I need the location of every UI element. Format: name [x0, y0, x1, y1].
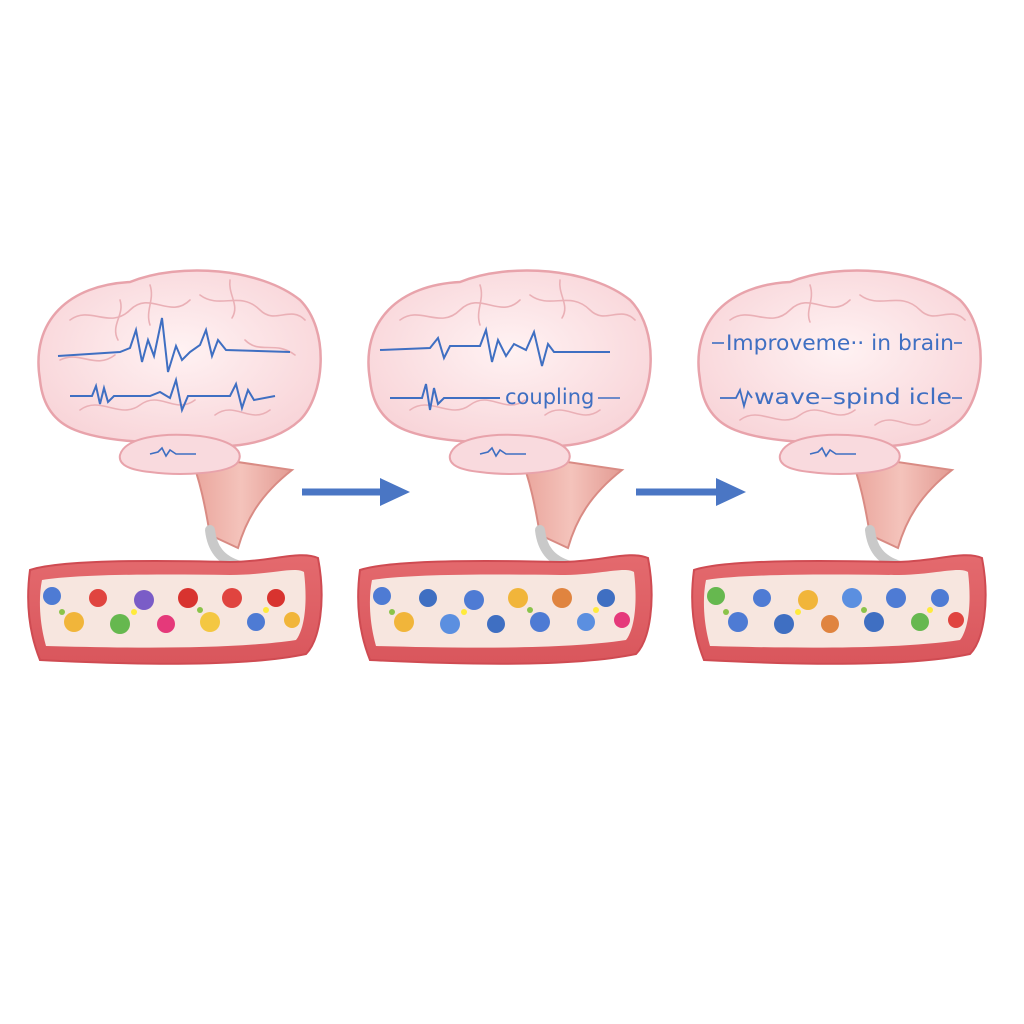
brain-cerebrum: [37, 269, 322, 448]
label-improvement-in-brain: Improveme·· in brain: [726, 331, 954, 355]
brain-wave-left: [720, 387, 753, 410]
blood-vessel-3: [691, 554, 987, 665]
brain-wave-small: [809, 446, 856, 458]
brain-wave-bottom: [70, 376, 276, 414]
brain-folds: [399, 279, 636, 416]
blood-vessel-1: [27, 554, 323, 665]
panel-stage-1: [37, 269, 322, 571]
brain-stem: [848, 453, 955, 550]
brain-folds: [729, 284, 966, 426]
brain-wave-small: [479, 446, 526, 458]
blood-vessel-2: [357, 554, 653, 665]
microbe-cluster-1: [43, 587, 300, 634]
brain-wave-small: [149, 446, 196, 458]
arrow-2-to-3: [636, 478, 746, 506]
panel-stage-2: coupling: [367, 269, 652, 571]
brain-wave-bottom: [390, 383, 500, 411]
brain-cerebrum: [367, 269, 652, 448]
panel-stage-3: Improveme·· in brain wave–spind icle: [697, 269, 982, 571]
arrow-1-to-2: [302, 478, 410, 506]
microbe-cluster-2: [373, 587, 630, 634]
brain-stem: [188, 453, 295, 550]
microbe-cluster-3: [707, 587, 964, 634]
label-wave-spindle: wave–spind icle: [754, 385, 952, 409]
brain-wave-top: [379, 326, 610, 367]
brain-cerebrum: [697, 269, 982, 448]
brain-stem: [518, 453, 625, 550]
brain-wave-top: [57, 317, 291, 373]
label-coupling: coupling: [505, 385, 594, 409]
